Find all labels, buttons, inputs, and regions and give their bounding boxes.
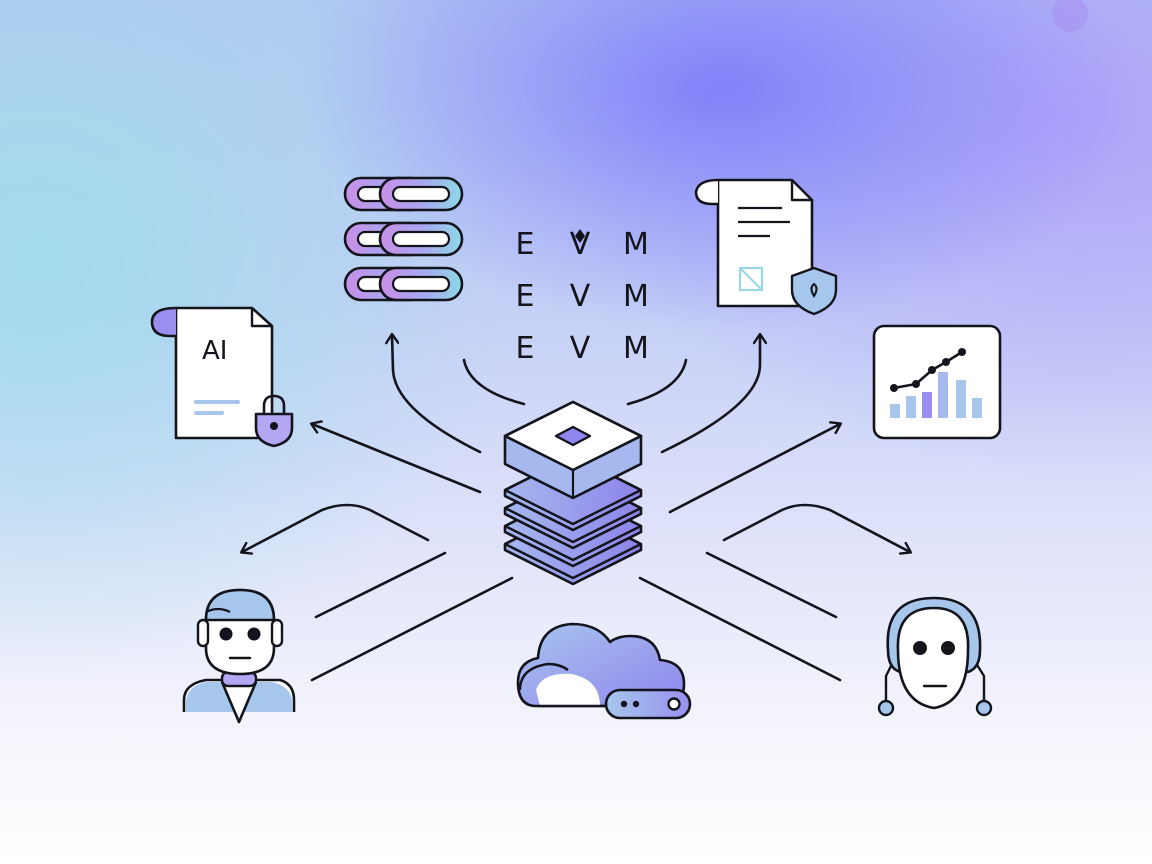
shield-icon xyxy=(790,266,838,316)
server-stack-icon xyxy=(503,400,643,586)
robot-agent-left-icon xyxy=(182,588,296,724)
chain-links-icon xyxy=(343,176,464,302)
arrow-to-contract-document xyxy=(660,335,760,454)
evm-letter: E xyxy=(516,331,535,366)
evm-letter: M xyxy=(623,279,649,314)
ai-document-label: AI xyxy=(202,336,227,366)
robot-agent-right-icon xyxy=(877,596,993,717)
arrow-to-ai-document xyxy=(312,424,482,494)
line-right-mid xyxy=(705,551,838,619)
ai-document-lock-icon: AI xyxy=(150,306,294,448)
evm-bracket-right xyxy=(626,358,688,406)
analytics-chart-icon xyxy=(872,324,1002,440)
decorative-dot xyxy=(1052,0,1088,32)
line-right-bottom xyxy=(638,576,842,682)
arrow-to-analytics-chart xyxy=(668,424,840,514)
line-left-mid xyxy=(314,551,447,619)
evm-letter: M xyxy=(623,331,649,366)
line-left-bottom xyxy=(310,576,514,682)
arrow-to-robot-left xyxy=(242,503,430,552)
evm-letter-grid: E V M E V M E V M xyxy=(516,227,649,366)
evm-diamond-mark xyxy=(575,229,585,243)
evm-letter: E xyxy=(516,279,535,314)
cloud-server-icon xyxy=(516,622,692,720)
contract-document-shield-icon xyxy=(694,178,838,316)
connector-lines xyxy=(242,335,910,682)
evm-letter: E xyxy=(516,227,535,262)
arrow-to-chain-links xyxy=(392,335,482,454)
evm-letter: V xyxy=(570,331,591,366)
evm-letter: V xyxy=(570,227,591,262)
evm-letter: M xyxy=(623,227,649,262)
arrow-to-robot-right xyxy=(722,503,910,552)
evm-bracket-left xyxy=(462,358,526,406)
evm-letter: V xyxy=(570,279,591,314)
